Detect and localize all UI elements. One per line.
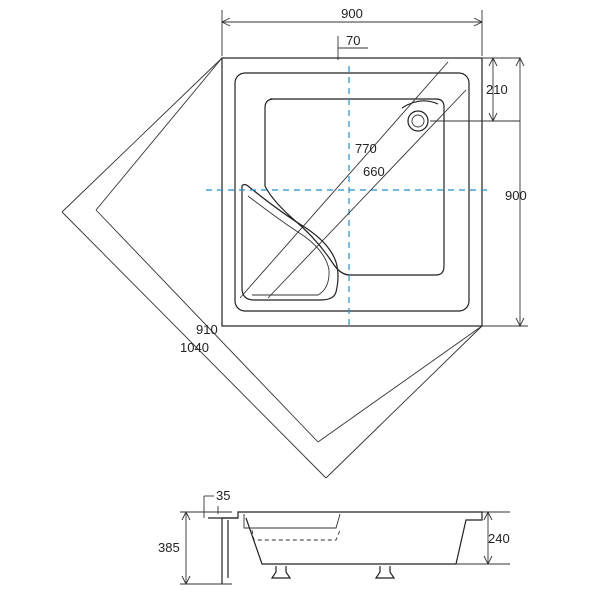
right-drain-dimension: 210	[430, 56, 520, 123]
side-tray-height-label: 240	[488, 531, 510, 546]
diagonal-770-label: 770	[355, 141, 377, 156]
top-width-label: 900	[341, 6, 363, 21]
drain-offset-dimension: 70	[337, 33, 368, 60]
right-drain-label: 210	[486, 82, 508, 97]
tray-inner-rim	[234, 72, 470, 312]
drain-offset-label: 70	[346, 33, 360, 48]
right-height-dimension: 900	[482, 56, 528, 328]
diagonal-1040-label: 1040	[180, 340, 209, 355]
diagonal-770-dimension: 770	[239, 61, 449, 299]
side-total-height-label: 385	[158, 540, 180, 555]
diagonal-660-dimension: 660	[267, 89, 467, 299]
seat-contour	[247, 195, 330, 296]
seat-outline	[241, 183, 339, 301]
drain	[401, 100, 439, 132]
diagonal-910-label: 910	[196, 322, 218, 337]
top-width-dimension: 900	[220, 6, 484, 56]
diagonal-910-dimension: 910	[95, 57, 483, 443]
tray-outer-outline	[221, 57, 483, 327]
right-height-label: 900	[505, 188, 527, 203]
side-view: 35 385 240	[158, 488, 510, 586]
diagonal-660-label: 660	[363, 164, 385, 179]
tray-basin-outline	[264, 98, 445, 276]
side-lip-label: 35	[216, 488, 230, 503]
diagonal-1040-dimension: 1040	[61, 57, 483, 479]
